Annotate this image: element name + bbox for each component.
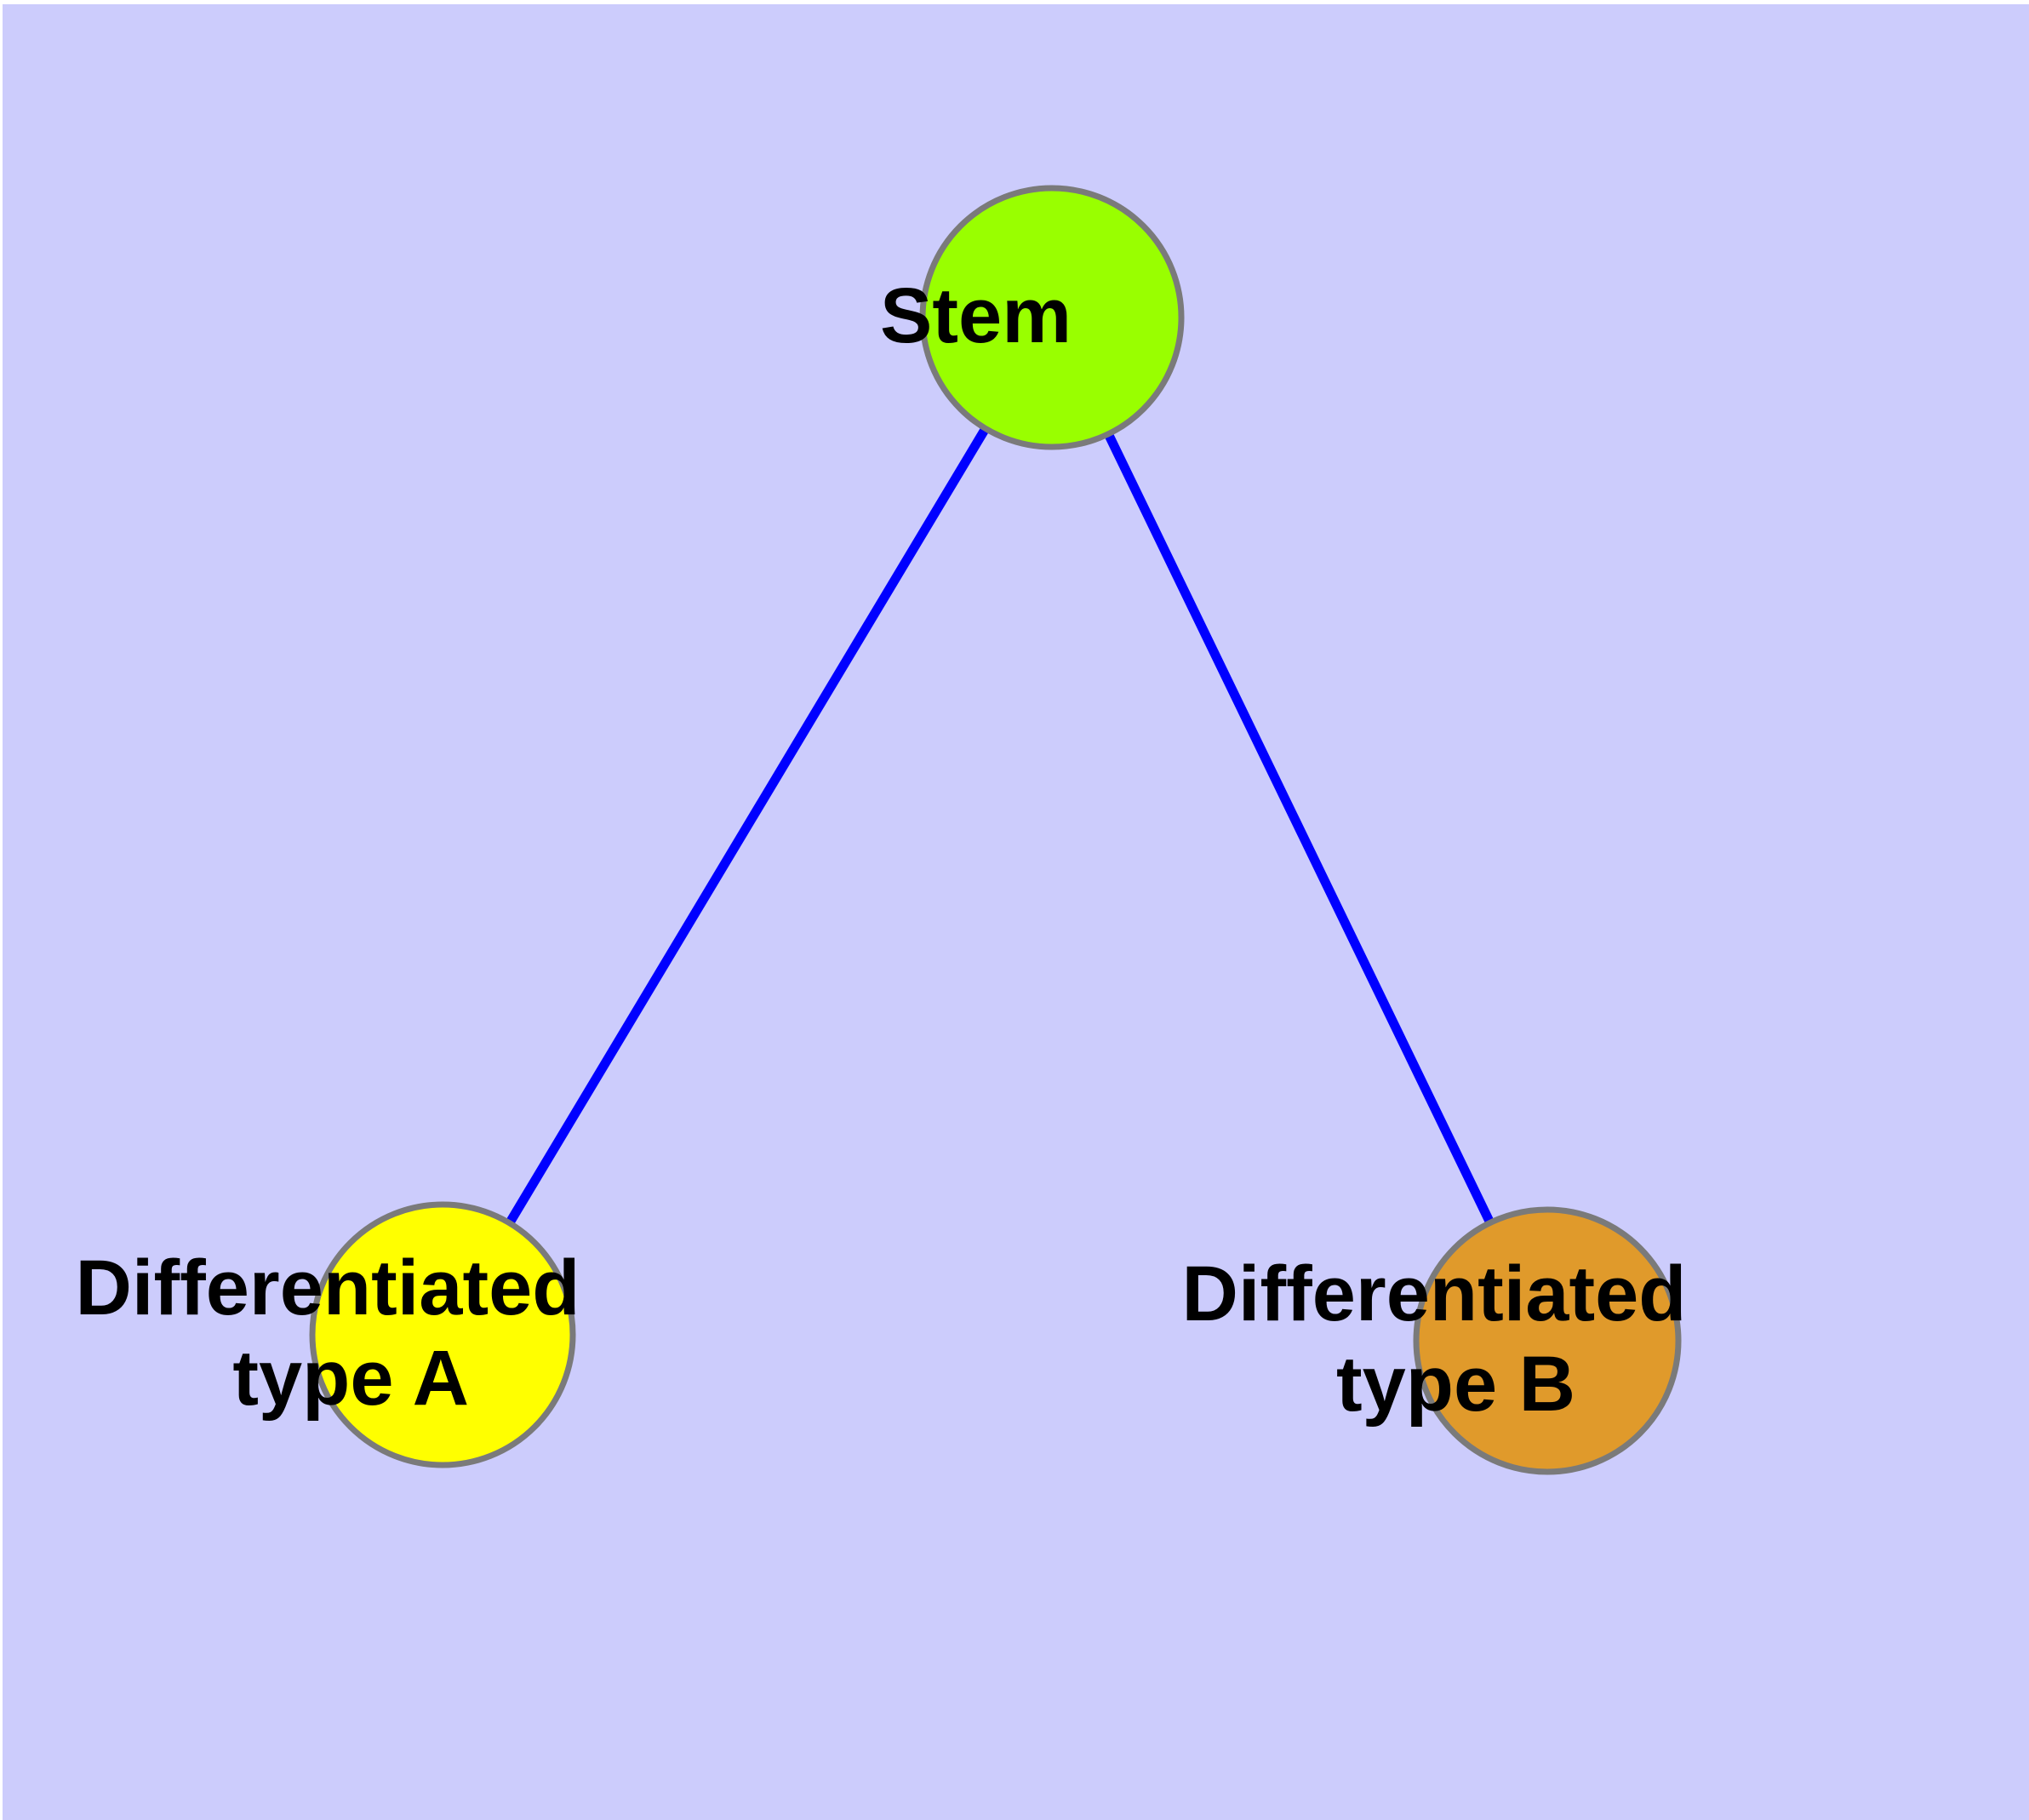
node-label-differentiated-type-b: Differentiated type B bbox=[1181, 1251, 1882, 1428]
edge-stem-to-differentiated-type-a[interactable] bbox=[438, 315, 1056, 1337]
node-circle-differentiated-type-b[interactable] bbox=[1413, 1206, 1682, 1475]
node-circle-differentiated-type-a[interactable] bbox=[309, 1201, 576, 1468]
node-label-differentiated-type-b-line-1: Differentiated bbox=[1181, 1251, 1686, 1337]
node-label-stem-line-1: Stem bbox=[880, 272, 1072, 359]
node-layer bbox=[309, 185, 1682, 1475]
node-label-differentiated-type-a-line-1: Differentiated bbox=[75, 1245, 580, 1331]
node-label-differentiated-type-b-line-2: type B bbox=[1336, 1341, 1575, 1428]
node-label-stem: Stem bbox=[880, 272, 1224, 359]
node-circle-stem[interactable] bbox=[919, 185, 1185, 450]
edge-stem-to-differentiated-type-b[interactable] bbox=[1048, 315, 1552, 1343]
label-layer: Stem Differentiated type A Differentiate… bbox=[75, 272, 1882, 1428]
node-label-differentiated-type-a: Differentiated type A bbox=[75, 1245, 775, 1422]
edge-layer bbox=[438, 315, 1552, 1343]
node-label-differentiated-type-a-line-2: type A bbox=[232, 1335, 467, 1422]
